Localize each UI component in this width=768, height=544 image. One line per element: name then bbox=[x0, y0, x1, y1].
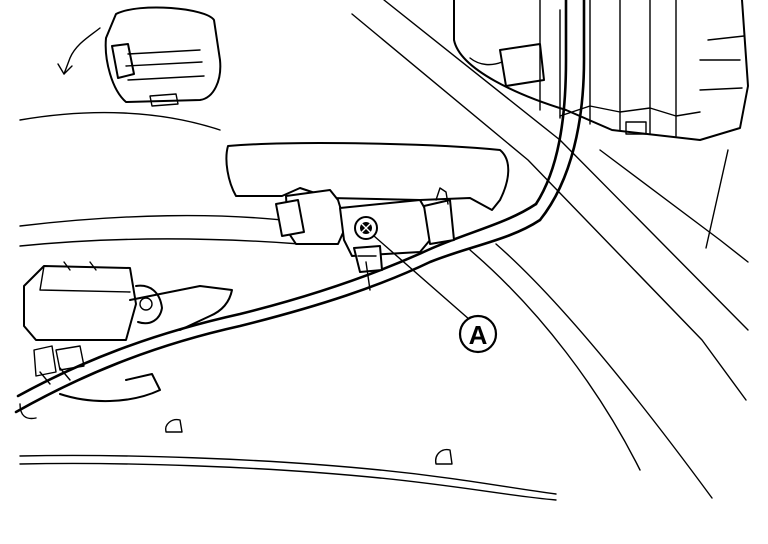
body-panel-lines bbox=[351, 0, 749, 499]
callout-a: A bbox=[458, 314, 498, 354]
panel-outline bbox=[19, 111, 301, 247]
bolt-icon bbox=[354, 216, 378, 240]
lower-panel-edge bbox=[19, 418, 557, 501]
top-left-connector bbox=[57, 6, 222, 107]
callout-a-label: A bbox=[469, 320, 488, 350]
lower-left-module bbox=[19, 261, 233, 420]
wire-harness bbox=[14, 0, 586, 414]
center-bracket bbox=[225, 142, 510, 211]
top-right-block bbox=[453, 0, 749, 141]
callout-leader bbox=[373, 235, 471, 321]
harness-connector-assembly bbox=[275, 187, 455, 291]
